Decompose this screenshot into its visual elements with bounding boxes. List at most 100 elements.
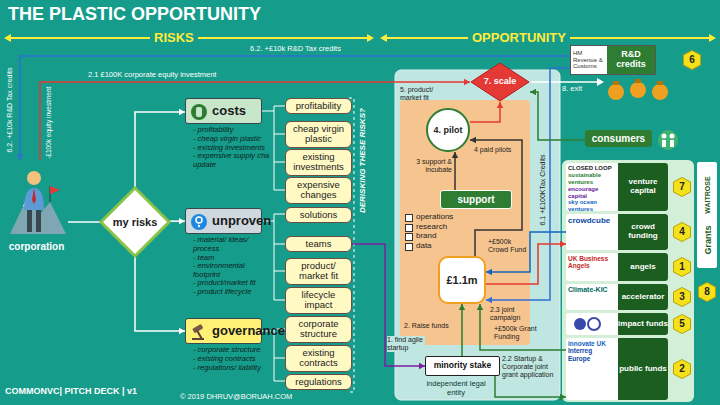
bullet-text: - profitability (193, 126, 271, 135)
callout-number: 4 (679, 226, 685, 238)
bullet-text: - environmental footprint (193, 262, 271, 279)
connector-line (495, 376, 566, 397)
risk-item: existing contracts (285, 345, 352, 372)
arrowhead (452, 152, 458, 158)
stake-box: minority stake (425, 356, 500, 376)
node-label: consumers (588, 133, 649, 144)
callout-hexagon: 2 (673, 359, 691, 379)
arrowhead (459, 304, 465, 310)
support-box: supportoperationsresearchbranddata (440, 190, 512, 209)
category-icon (190, 103, 208, 121)
connector-line (461, 304, 463, 356)
node-label: product/ market fit (289, 261, 348, 282)
edge-label: 2. Raise funds (404, 322, 460, 330)
row-label: impact funds (618, 313, 668, 335)
callout-hexagon: 5 (673, 314, 691, 334)
group-brackets (262, 106, 285, 381)
logo-text: CLOSED LOOP (568, 165, 614, 172)
checklist: operationsresearchbranddata (405, 212, 465, 250)
risk-item: expensive changes (285, 177, 352, 204)
diagram-title: THE PLASTIC OPPORTUNITY (8, 4, 261, 25)
connector (135, 257, 185, 334)
panel-heading: Grants (702, 225, 712, 254)
funding-panel (562, 160, 694, 402)
logo-list: CLOSED LOOPsustainable venturesencourage… (568, 165, 614, 213)
category-icon (190, 213, 208, 231)
diagram-label: RISKS (150, 31, 198, 46)
box-heading: governance (212, 324, 255, 338)
logo-text: UK Business Angels (568, 255, 614, 270)
connector (486, 68, 570, 303)
node-label: existing investments (289, 152, 348, 173)
diagram-label: 6.2. +£10k R&D Tax credits (6, 68, 14, 153)
row-label: public funds (618, 338, 668, 400)
corporation-figure (10, 171, 66, 234)
box-heading: unproven (212, 214, 255, 228)
diagram-label: WAITROSE (703, 176, 711, 213)
panel-caption: independent legal entity (425, 380, 487, 397)
pilot-circle: 4. pilot (426, 108, 470, 152)
callout-number: 2 (679, 363, 685, 375)
consumers-box: consumers (585, 130, 652, 147)
bullet-text: - product lifecycle (193, 288, 271, 297)
funding-row: angelsUK Business Angels (566, 253, 668, 281)
node-label: 4. pilot (434, 125, 463, 135)
connector (452, 152, 458, 190)
bullet-text: - material/ ideas/ process (193, 236, 271, 253)
checklist-item: data (405, 241, 465, 251)
bullet-list: - material/ ideas/ process- team- enviro… (193, 236, 271, 296)
connector-line (486, 68, 570, 300)
risk-item: corporate structure (285, 316, 352, 343)
row-label: venture capital (618, 163, 668, 211)
arrowhead (477, 304, 483, 310)
connector (17, 56, 570, 160)
callout-hexagon: 6 (683, 50, 701, 70)
bullet-list: - corporate structure- existing contract… (193, 346, 271, 372)
node-label: minority stake (428, 361, 497, 370)
node-label: lifecycle impact (289, 290, 348, 311)
decision-diamond: my risks (100, 187, 170, 257)
bullet-text: - existing contracts (193, 355, 271, 364)
callout-number: 3 (679, 291, 685, 303)
arrowhead (17, 154, 23, 160)
connector (470, 102, 503, 122)
risk-item: teams (285, 236, 352, 252)
arrowhead (530, 89, 536, 95)
edge-label: 4 paid pilots (474, 146, 520, 154)
checklist-item: brand (405, 231, 465, 241)
connector-line (480, 304, 566, 350)
bullet-list: - profitability- cheap virgin plastic- e… (193, 126, 271, 169)
connector (135, 109, 185, 187)
row-label: crowd funding (618, 214, 668, 250)
edge-label: 1. find agile startup (387, 336, 425, 352)
bullet-text: - cheap virgin plastic (193, 135, 271, 144)
edge-label: 5. product/ market fit (400, 86, 448, 102)
funding-row: acceleratorClimate-KIC (566, 284, 668, 310)
diagram-label: 8. exit (562, 85, 582, 94)
risk-box: governance- corporate structure- existin… (185, 318, 262, 344)
consumers-icon (658, 130, 678, 150)
logo-text: Interreg Europe (568, 347, 614, 362)
bullet-text: - regulations/ liability (193, 364, 271, 373)
risk-item: product/ market fit (285, 258, 352, 285)
node-label: expensive changes (289, 180, 348, 201)
connector-line (20, 56, 570, 160)
callout-number: 6 (689, 54, 695, 66)
edge-label: 2.3 joint campaign (490, 306, 536, 322)
diagram-label: COMMONVC| PITCH DECK | v1 (5, 386, 137, 396)
logo-list: innovate UKInterreg Europe (568, 340, 614, 362)
arrowhead (464, 79, 470, 85)
box-heading: costs (212, 104, 255, 118)
connector (68, 222, 100, 223)
connector (495, 376, 566, 400)
funding-row: impact funds (566, 313, 668, 335)
node-label: 7. scale (484, 77, 517, 87)
logo-list: UK Business Angels (568, 255, 614, 270)
risk-box: unproven- material/ ideas/ process- team… (185, 208, 262, 234)
logo-mark (570, 316, 610, 332)
connector-line (352, 244, 425, 366)
connector (486, 232, 566, 275)
row-label: accelerator (618, 284, 668, 310)
tax-credit-box: HM Revenue & CustomsR&D credits (570, 45, 656, 75)
risk-item: profitability (285, 98, 352, 114)
